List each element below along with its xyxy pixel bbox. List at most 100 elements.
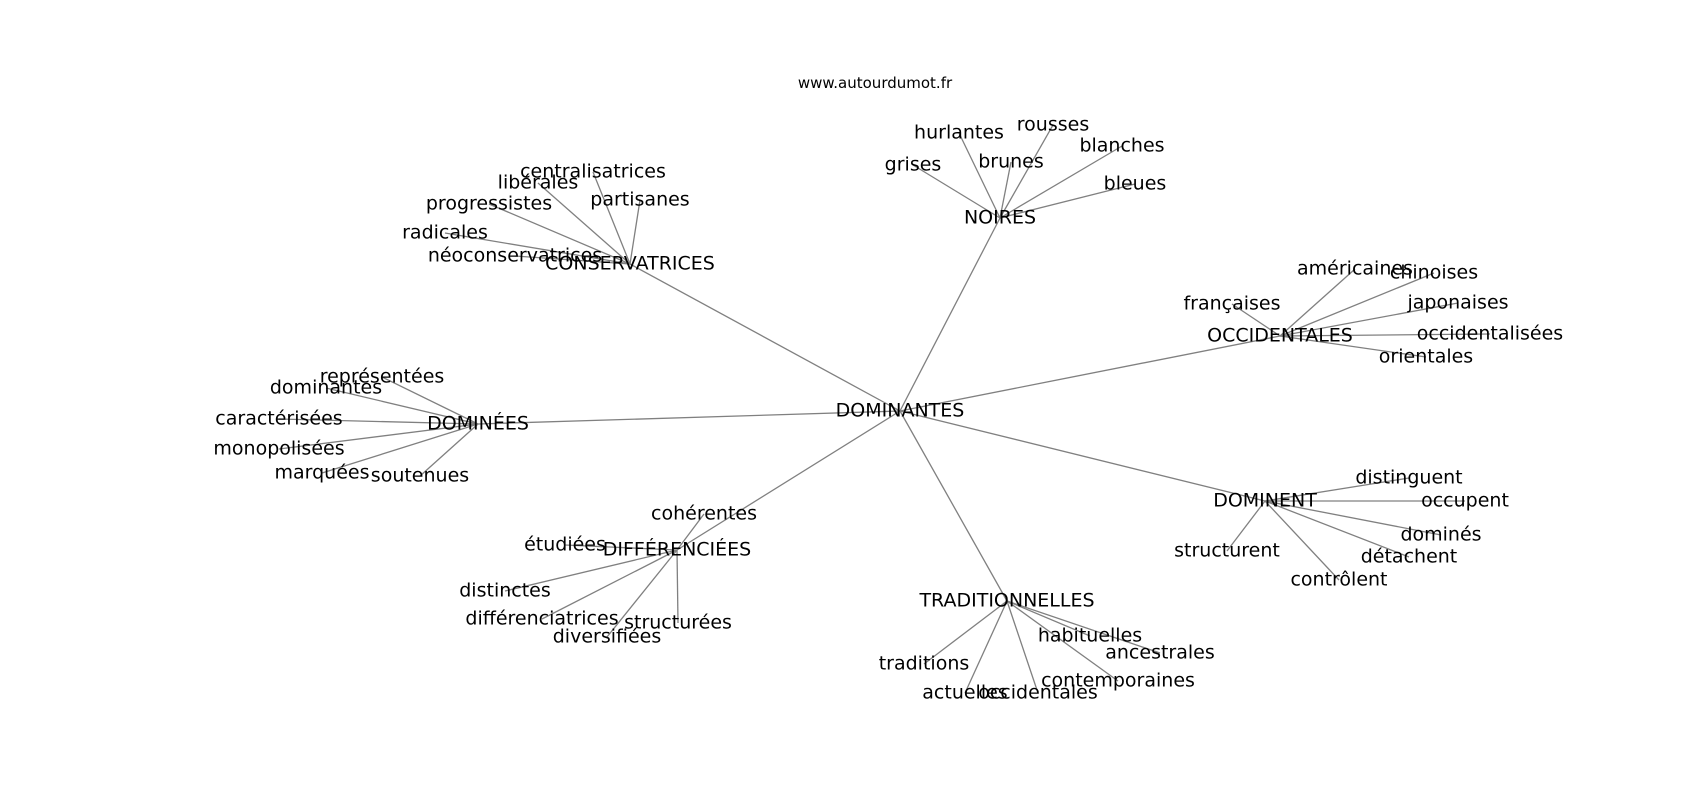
edge-hub-word [537,182,631,265]
edge-hub-word [381,376,479,425]
hub-node-label: CONSERVATRICES [545,253,715,275]
edge-hub-word [999,145,1123,219]
edge-hub-word [999,161,1012,219]
word-node-label: habituelles [1038,625,1142,647]
word-node-label: blanches [1079,135,1164,157]
word-node-label: dominés [1400,524,1481,546]
word-node-label: distinguent [1355,467,1462,489]
edge-hub-word [321,423,479,474]
edge-hub-word [999,183,1136,219]
edge-hub-word [1279,333,1491,337]
edge-hub-word [1006,600,1119,682]
word-node-label: grises [885,154,942,176]
hub-node-label: DOMINENT [1213,490,1317,512]
word-node-label: monopolisées [213,438,344,460]
edge-hub-word [1264,477,1410,502]
word-node-label: contemporaines [1041,670,1195,692]
edge-hub-word [488,203,631,265]
word-node-label: représentées [320,366,445,388]
word-node-label: ancestrales [1105,642,1215,664]
edge-root-hub [676,410,901,551]
edge-hub-word [1279,272,1435,337]
edge-hub-word [325,387,479,425]
edge-hub-word [514,255,631,265]
edge-hub-word [564,544,678,551]
word-node-label: marquées [274,462,369,484]
edge-hub-word [592,171,631,265]
hub-node-label: OCCIDENTALES [1207,325,1353,347]
edge-hub-word [958,132,1001,219]
edge-hub-word [278,423,479,450]
edge-hub-word [676,513,705,551]
edge-hub-word [1006,600,1039,694]
word-node-label: américaines [1297,258,1413,280]
hub-node-label: TRADITIONNELLES [918,590,1094,612]
word-node-label: brunes [978,151,1044,173]
edge-hub-word [629,199,641,265]
edge-root-hub [899,410,1008,602]
word-node-label: détachent [1361,546,1458,568]
word-node-label: structurent [1174,540,1280,562]
word-node-label: occupent [1421,490,1509,512]
edge-hub-word [278,418,479,425]
word-node-label: orientales [1379,346,1473,368]
word-node-label: structurées [624,612,732,634]
edge-hub-word [606,549,678,638]
edge-hub-word [1264,500,1340,581]
word-node-label: partisanes [590,189,689,211]
word-node-label: rousses [1017,114,1089,136]
edge-hub-word [923,600,1008,665]
source-url: www.autourdumot.fr [798,74,953,92]
word-node-label: chinoises [1390,262,1478,284]
word-node-label: hurlantes [914,122,1004,144]
word-node-label: actuelles [922,682,1007,704]
graph-labels: DOMINANTES NOIRES hurlantes rousses grises b… [213,114,1563,704]
word-node-label: néoconservatrices [428,245,602,267]
edge-hub-word [444,232,631,265]
edge-hub-word [1279,268,1356,337]
word-node-label: radicales [402,222,488,244]
word-node-label: différenciatrices [465,608,618,630]
word-node-label: japonaises [1406,292,1508,314]
word-node-label: traditions [879,653,970,675]
edge-hub-word [504,549,678,592]
graph-edges [278,124,1491,694]
word-node-label: bleues [1104,173,1167,195]
word-node-label: contrôlent [1290,569,1387,591]
edge-hub-word [1006,600,1091,637]
word-node-label: françaises [1183,293,1280,315]
word-node-label: centralisatrices [520,161,666,183]
word-node-label: distinctes [459,580,551,602]
word-node-label: dominantes [270,377,382,399]
word-node-label: diversifiées [553,626,662,648]
edge-hub-word [676,549,679,624]
word-node-label: soutenues [371,465,469,487]
hub-node-label: DOMINÉES [427,412,529,435]
word-node-label: occidentales [978,682,1098,704]
hub-node-label: DIFFÉRENCIÉES [603,538,751,561]
edge-hub-word [1226,500,1266,552]
edge-root-hub [899,410,1266,502]
word-node-label: libérales [498,172,579,194]
root-node-label: DOMINANTES [836,400,965,422]
edge-root-hub [899,217,1001,412]
edge-hub-word [1264,500,1442,536]
word-node-label: progressistes [426,193,552,215]
edge-hub-word [1279,302,1459,337]
word-node-label: étudiées [524,534,606,556]
edge-hub-word [964,600,1008,694]
edge-hub-word [999,124,1054,219]
edge-hub-word [541,549,678,620]
hub-node-label: NOIRES [964,207,1036,229]
edge-root-hub [629,263,901,412]
edge-hub-word [1006,600,1161,654]
word-node-label: caractérisées [215,408,342,430]
edge-hub-word [1264,500,1410,558]
word-node-label: occidentalisées [1417,323,1563,345]
edge-hub-word [419,423,479,477]
word-node-label: cohérentes [651,503,757,525]
edge-hub-word [1279,335,1427,358]
edge-hub-word [912,164,1001,219]
edge-hub-word [1231,303,1281,337]
